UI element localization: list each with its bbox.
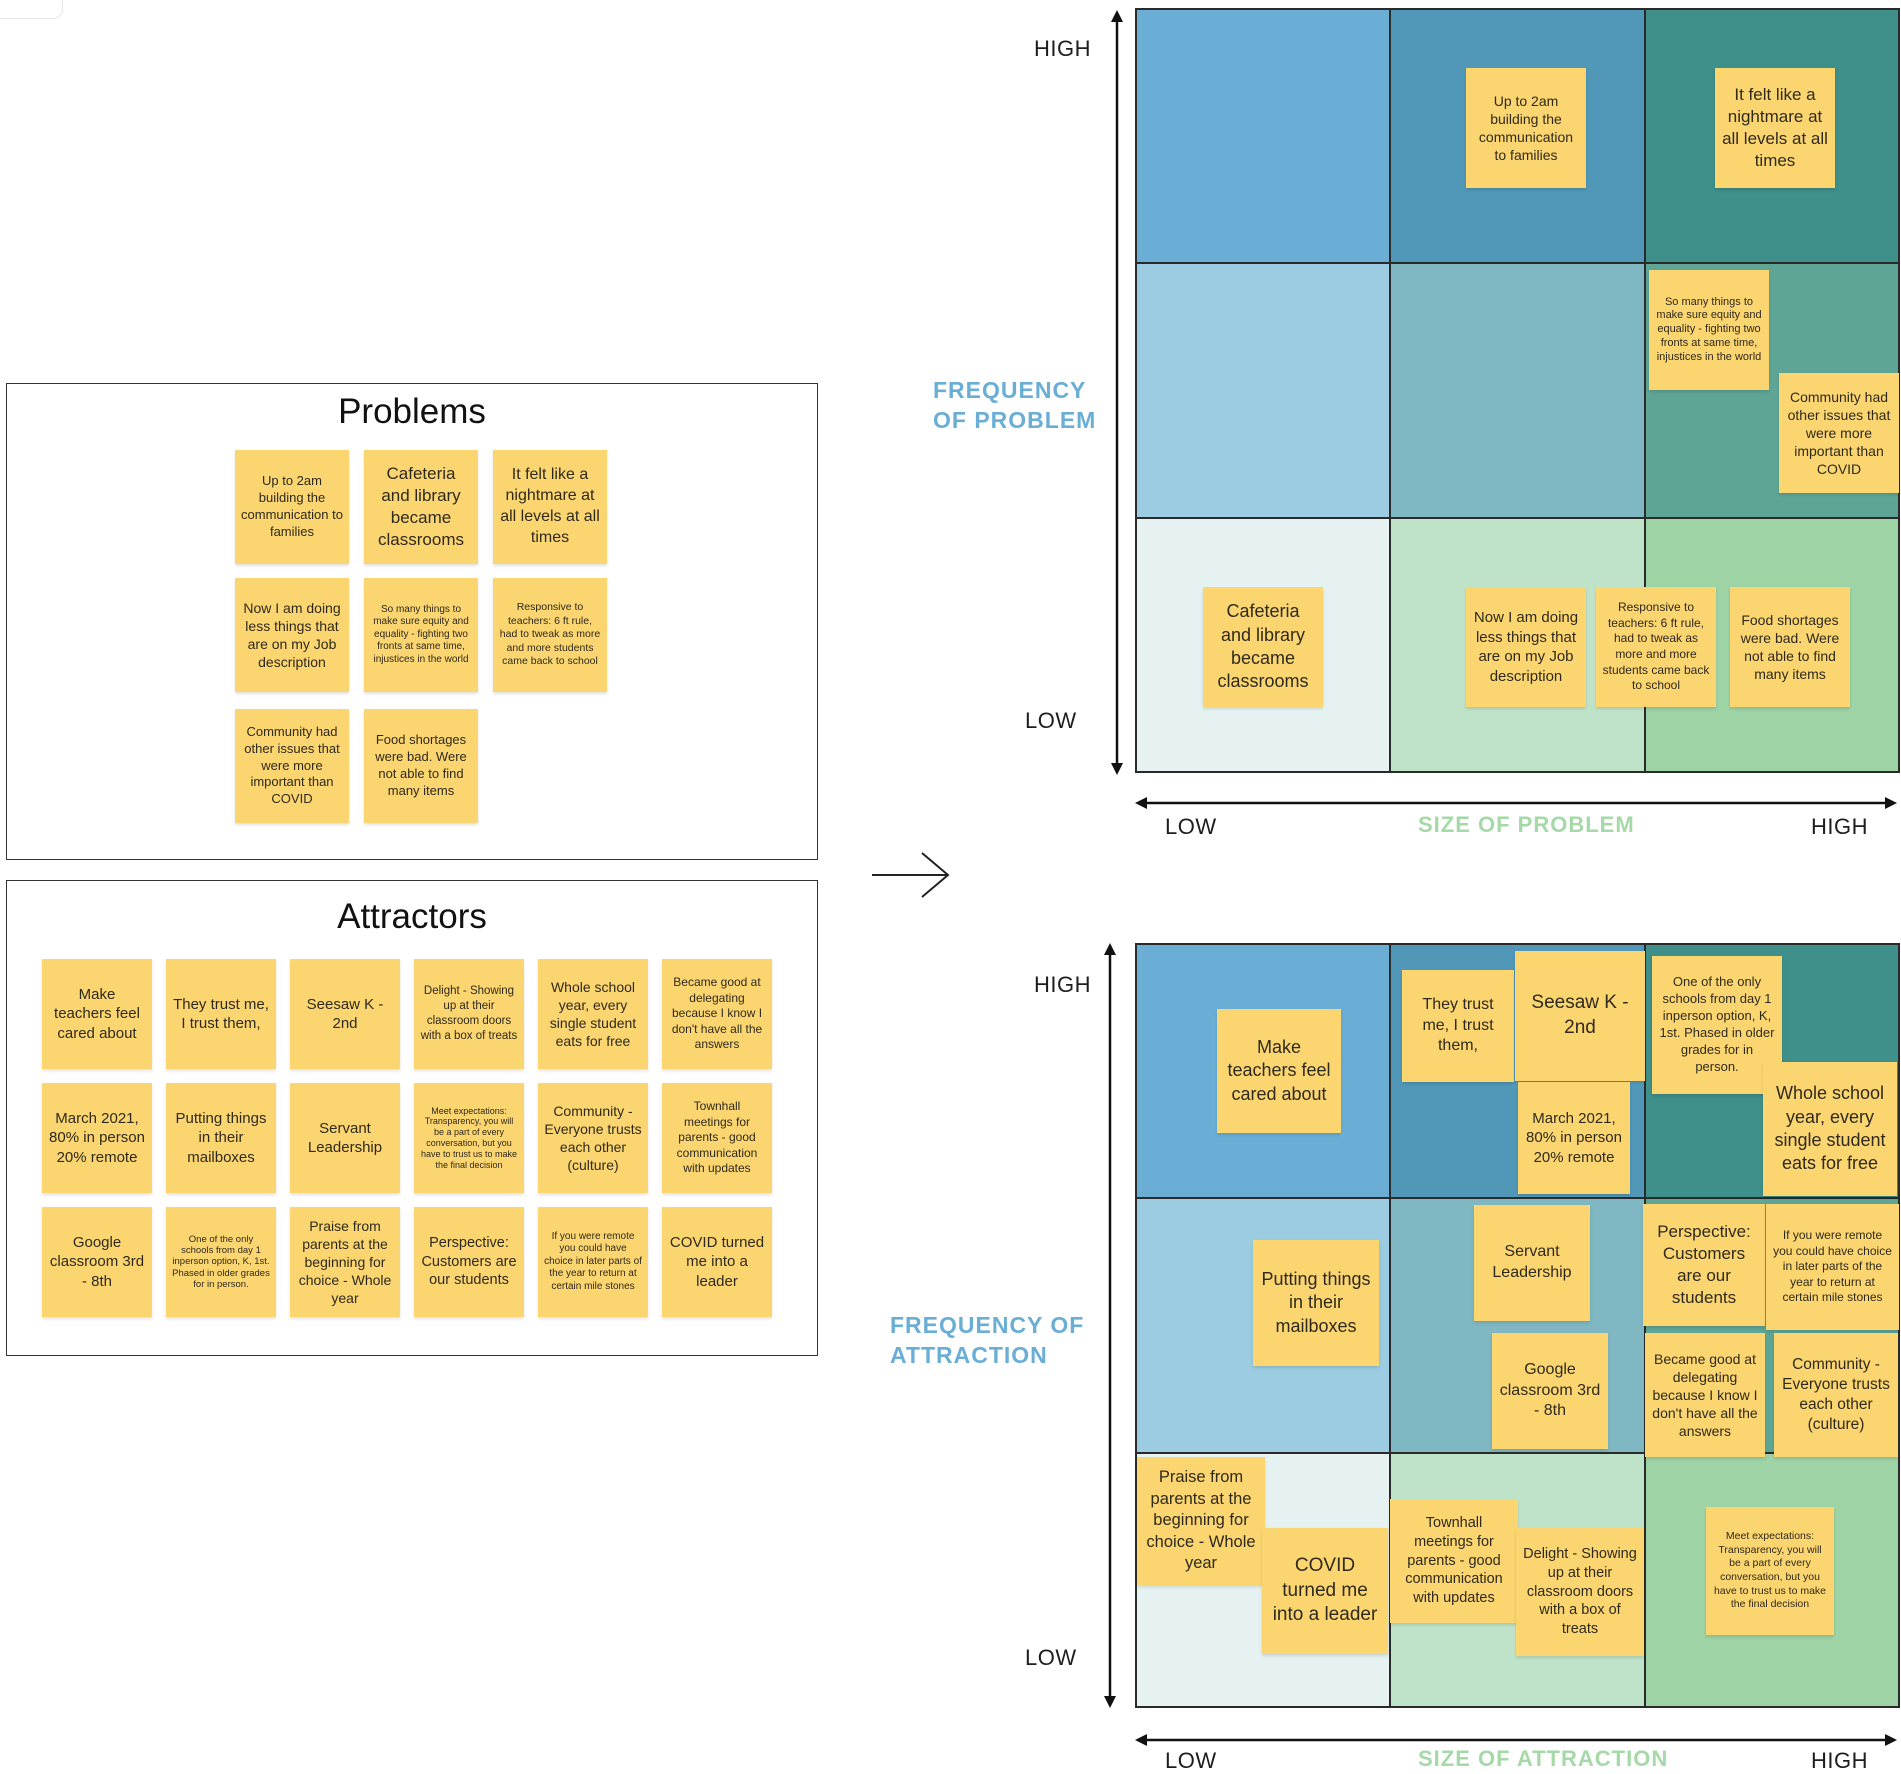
problem-y-low-label: LOW xyxy=(1025,708,1077,733)
sticky-note[interactable]: Community had other issues that were mor… xyxy=(235,709,349,823)
sticky-note[interactable]: Community - Everyone trusts each other (… xyxy=(1774,1333,1898,1457)
sticky-note[interactable]: Food shortages were bad. Were not able t… xyxy=(364,709,478,823)
problem-x-low-label: LOW xyxy=(1165,814,1217,839)
problem-x-axis xyxy=(1135,797,1897,809)
problems-panel: Problems Up to 2am building the communic… xyxy=(6,383,818,860)
sticky-note[interactable]: Became good at delegating because I know… xyxy=(1645,1333,1765,1457)
sticky-note[interactable]: Up to 2am building the communication to … xyxy=(1466,68,1586,188)
sticky-note[interactable]: Cafeteria and library became classrooms xyxy=(1203,587,1323,707)
sticky-note[interactable]: COVID turned me into a leader xyxy=(662,1207,772,1317)
sticky-note[interactable]: If you were remote you could have choice… xyxy=(1766,1204,1899,1330)
sticky-note[interactable]: Became good at delegating because I know… xyxy=(662,959,772,1069)
sticky-note[interactable]: Now I am doing less things that are on m… xyxy=(235,578,349,692)
attraction-y-axis xyxy=(1104,943,1116,1708)
sticky-note[interactable]: Delight - Showing up at their classroom … xyxy=(414,959,524,1069)
sticky-note[interactable]: Meet expectations: Transparency, you wil… xyxy=(1706,1507,1834,1635)
sticky-note[interactable]: Cafeteria and library became classrooms xyxy=(364,450,478,564)
problem-y-axis xyxy=(1111,10,1123,775)
sticky-note[interactable]: Whole school year, every single student … xyxy=(1763,1062,1897,1196)
problem-y-high-label: HIGH xyxy=(1034,36,1091,61)
matrix-cell xyxy=(1136,263,1391,518)
sticky-note[interactable]: If you were remote you could have choice… xyxy=(538,1207,648,1317)
sticky-note[interactable]: COVID turned me into a leader xyxy=(1262,1528,1388,1654)
canvas-corner-tab xyxy=(0,0,63,19)
sticky-note[interactable]: Food shortages were bad. Were not able t… xyxy=(1730,587,1850,707)
sticky-note[interactable]: Make teachers feel cared about xyxy=(42,959,152,1069)
attraction-y-low-label: LOW xyxy=(1025,1645,1077,1670)
problem-y-axis-title: FREQUENCY OF PROBLEM xyxy=(933,377,1097,433)
sticky-note[interactable]: Make teachers feel cared about xyxy=(1217,1009,1341,1133)
sticky-note[interactable]: Meet expectations: Transparency, you wil… xyxy=(414,1083,524,1193)
sticky-note[interactable]: So many things to make sure equity and e… xyxy=(1649,270,1769,390)
sticky-note[interactable]: Praise from parents at the beginning for… xyxy=(290,1207,400,1317)
attraction-x-axis-title: SIZE OF ATTRACTION xyxy=(1418,1746,1669,1771)
sticky-note[interactable]: Now I am doing less things that are on m… xyxy=(1466,587,1586,707)
sticky-note[interactable]: It felt like a nightmare at all levels a… xyxy=(493,450,607,564)
sticky-note[interactable]: Community had other issues that were mor… xyxy=(1779,373,1899,493)
sticky-note[interactable]: Responsive to teachers: 6 ft rule, had t… xyxy=(1596,587,1716,707)
sticky-note[interactable]: Perspective: Customers are our students xyxy=(414,1207,524,1317)
attractors-panel: Attractors Make teachers feel cared abou… xyxy=(6,880,818,1356)
sticky-note[interactable]: Responsive to teachers: 6 ft rule, had t… xyxy=(493,578,607,692)
attractors-title: Attractors xyxy=(337,897,487,936)
sticky-note[interactable]: One of the only schools from day 1 inper… xyxy=(1652,956,1782,1094)
attraction-x-axis xyxy=(1135,1734,1897,1746)
sticky-note[interactable]: It felt like a nightmare at all levels a… xyxy=(1715,68,1835,188)
sticky-note[interactable]: Seesaw K - 2nd xyxy=(290,959,400,1069)
attraction-x-low-label: LOW xyxy=(1165,1748,1217,1773)
sticky-note[interactable]: Up to 2am building the communication to … xyxy=(235,450,349,564)
sticky-note[interactable]: Seesaw K - 2nd xyxy=(1515,951,1645,1081)
sticky-note[interactable]: Delight - Showing up at their classroom … xyxy=(1516,1528,1644,1656)
sticky-note[interactable]: One of the only schools from day 1 inper… xyxy=(166,1207,276,1317)
problem-x-axis-title: SIZE OF PROBLEM xyxy=(1418,812,1635,837)
attraction-y-high-label: HIGH xyxy=(1034,972,1091,997)
sticky-note[interactable]: Whole school year, every single student … xyxy=(538,959,648,1069)
sticky-note[interactable]: March 2021, 80% in person 20% remote xyxy=(1518,1082,1630,1194)
sticky-note[interactable]: Perspective: Customers are our students xyxy=(1643,1204,1765,1326)
matrix-cell xyxy=(1390,263,1645,518)
problem-x-high-label: HIGH xyxy=(1811,814,1868,839)
sticky-note[interactable]: So many things to make sure equity and e… xyxy=(364,578,478,692)
sticky-note[interactable]: Google classroom 3rd - 8th xyxy=(42,1207,152,1317)
matrix-cell xyxy=(1136,9,1391,264)
sticky-note[interactable]: Putting things in their mailboxes xyxy=(1253,1240,1379,1366)
sticky-note[interactable]: Servant Leadership xyxy=(290,1083,400,1193)
problems-title: Problems xyxy=(338,392,486,431)
sticky-note[interactable]: Townhall meetings for parents - good com… xyxy=(662,1083,772,1193)
sticky-note[interactable]: Google classroom 3rd - 8th xyxy=(1492,1333,1608,1449)
attraction-x-high-label: HIGH xyxy=(1811,1748,1868,1773)
right-arrow-icon xyxy=(872,852,950,898)
sticky-note[interactable]: Putting things in their mailboxes xyxy=(166,1083,276,1193)
sticky-note[interactable]: Servant Leadership xyxy=(1474,1205,1590,1321)
sticky-note[interactable]: Community - Everyone trusts each other (… xyxy=(538,1083,648,1193)
sticky-note[interactable]: They trust me, I trust them, xyxy=(1402,970,1514,1082)
attraction-y-axis-title: FREQUENCY OF ATTRACTION xyxy=(890,1312,1085,1368)
sticky-note[interactable]: Praise from parents at the beginning for… xyxy=(1137,1457,1265,1585)
sticky-note[interactable]: March 2021, 80% in person 20% remote xyxy=(42,1083,152,1193)
sticky-note[interactable]: They trust me, I trust them, xyxy=(166,959,276,1069)
sticky-note[interactable]: Townhall meetings for parents - good com… xyxy=(1390,1499,1518,1623)
